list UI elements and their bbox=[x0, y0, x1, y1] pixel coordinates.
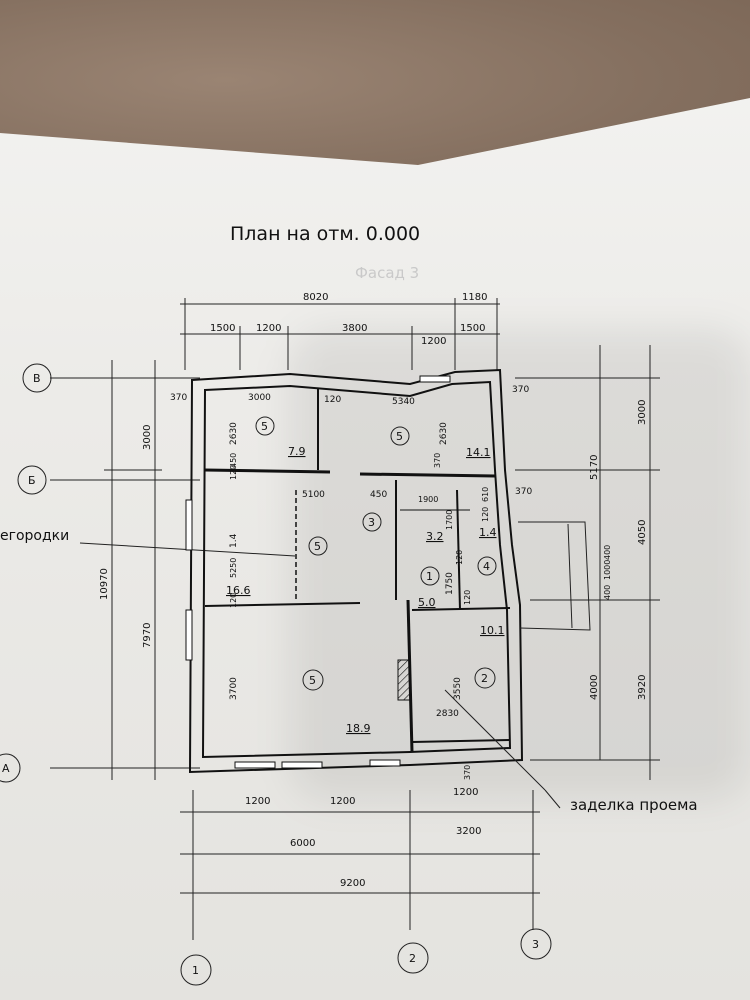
dim-interior: 3700 bbox=[229, 677, 239, 700]
dim-left: 10970 bbox=[99, 568, 110, 600]
opening-leader bbox=[444, 689, 546, 791]
bottom-dimensions: 1200 1200 1200 6000 3200 9200 bbox=[180, 787, 540, 940]
room-number: 5 bbox=[396, 430, 403, 443]
room-number: 4 bbox=[483, 560, 490, 573]
dim-interior: 2630 bbox=[439, 422, 449, 445]
room-number: 5 bbox=[309, 674, 316, 687]
dim-right: 4050 bbox=[637, 520, 648, 545]
axis-number-3: 3 bbox=[532, 938, 539, 951]
axis-number-1: 1 bbox=[192, 964, 199, 977]
axis-bubble bbox=[180, 954, 212, 986]
room-number: 5 bbox=[314, 540, 321, 553]
axis-letter-a: А bbox=[2, 762, 10, 775]
dim-interior: 1.4 bbox=[229, 533, 239, 548]
dim-top-right: 1180 bbox=[462, 292, 487, 303]
dim-bottom: 6000 bbox=[290, 838, 315, 849]
dim-right: 4000 bbox=[589, 675, 600, 700]
dim-interior: 370 bbox=[512, 385, 529, 395]
dim-left: 3000 bbox=[142, 425, 153, 450]
room-labels: 5 7.9 5 14.1 5 16.6 3 3.2 4 1.4 1 5.0 2 … bbox=[226, 416, 505, 735]
dim-interior: 3000 bbox=[248, 393, 271, 403]
dim-top-seg: 1500 bbox=[460, 323, 485, 334]
dim-interior: 450 bbox=[370, 490, 387, 500]
room-area: 16.6 bbox=[226, 584, 251, 597]
axis-letter-v: В bbox=[33, 372, 41, 385]
dim-interior: 120 bbox=[481, 507, 490, 522]
dim-interior: 120 bbox=[324, 395, 341, 405]
room-number: 1 bbox=[426, 570, 433, 583]
room-area: 1.4 bbox=[479, 526, 497, 539]
dim-top-overall: 8020 bbox=[303, 292, 328, 303]
opening-leader bbox=[544, 789, 561, 809]
dim-interior: 1900 bbox=[418, 495, 438, 504]
dim-interior: 120 bbox=[229, 465, 238, 480]
dim-interior: 370 bbox=[463, 765, 472, 780]
dim-interior: 1700 bbox=[445, 510, 454, 530]
dim-bottom: 1200 bbox=[453, 787, 478, 798]
dim-right: 400 bbox=[603, 585, 612, 600]
dim-right: 3920 bbox=[637, 675, 648, 700]
dim-interior: 5340 bbox=[392, 397, 415, 407]
top-dimensions: 8020 1180 1500 1200 3800 1200 1500 bbox=[180, 292, 500, 370]
dim-top-seg: 1200 bbox=[256, 323, 281, 334]
dim-interior: 3550 bbox=[453, 677, 463, 700]
room-number: 5 bbox=[261, 420, 268, 433]
dim-interior: 370 bbox=[433, 453, 442, 468]
room-area: 7.9 bbox=[288, 445, 306, 458]
dim-bottom: 1200 bbox=[245, 796, 270, 807]
dim-right: 3000 bbox=[637, 400, 648, 425]
left-dimensions: 3000 10970 7970 bbox=[99, 360, 162, 780]
shadow bbox=[290, 330, 750, 800]
dim-interior: 2630 bbox=[229, 422, 239, 445]
room-area: 5.0 bbox=[418, 596, 436, 609]
dim-interior: 1750 bbox=[445, 572, 455, 595]
dim-top-seg: 1500 bbox=[210, 323, 235, 334]
dim-right: 1000 bbox=[603, 560, 612, 580]
dim-bottom: 1200 bbox=[330, 796, 355, 807]
room-number: 2 bbox=[481, 672, 488, 685]
axis-number-2: 2 bbox=[409, 952, 416, 965]
right-dimensions: 3000 5170 4050 400 1000 400 4000 3920 bbox=[515, 345, 660, 780]
dim-interior: 610 bbox=[481, 487, 490, 502]
dim-interior: 5100 bbox=[302, 490, 325, 500]
dim-interior: 370 bbox=[515, 487, 532, 497]
plan-title: План на отм. 0.000 bbox=[230, 223, 420, 245]
room-area: 14.1 bbox=[466, 446, 491, 459]
axis-bubble bbox=[22, 363, 52, 393]
dim-interior: 2830 bbox=[436, 709, 459, 719]
dim-left: 7970 bbox=[142, 623, 153, 648]
room-area: 18.9 bbox=[346, 722, 371, 735]
room-number: 3 bbox=[368, 516, 375, 529]
dim-right: 400 bbox=[603, 545, 612, 560]
room-area: 3.2 bbox=[426, 530, 444, 543]
room-area: 10.1 bbox=[480, 624, 505, 637]
building-walls bbox=[185, 368, 591, 774]
faded-facade-label: Фасад 3 bbox=[355, 264, 419, 282]
opening-fill-callout: заделка проема bbox=[570, 796, 698, 814]
axis-bubble bbox=[397, 942, 429, 974]
axis-bubble bbox=[17, 465, 47, 495]
dim-top-seg: 3800 bbox=[342, 323, 367, 334]
interior-dimensions: 370 3000 120 5340 370 2630 2630 450 120 … bbox=[170, 385, 532, 780]
dim-bottom: 3200 bbox=[456, 826, 481, 837]
axis-bubble bbox=[520, 928, 552, 960]
dim-interior: 120 bbox=[229, 593, 238, 608]
dim-interior: 5250 bbox=[229, 558, 238, 578]
dim-top-seg: 1200 bbox=[421, 336, 446, 347]
dim-interior: 120 bbox=[463, 590, 472, 605]
dim-bottom-total: 9200 bbox=[340, 878, 365, 889]
dim-right: 5170 bbox=[589, 455, 600, 480]
dim-interior: 120 bbox=[455, 550, 464, 565]
axis-letter-b: Б bbox=[28, 474, 36, 487]
partitions-callout: егородки bbox=[0, 528, 69, 544]
axis-bubble bbox=[0, 753, 21, 783]
dim-interior: 450 bbox=[229, 453, 238, 468]
dim-interior: 370 bbox=[170, 393, 187, 403]
axis-numbers: 1 2 3 bbox=[180, 928, 552, 986]
